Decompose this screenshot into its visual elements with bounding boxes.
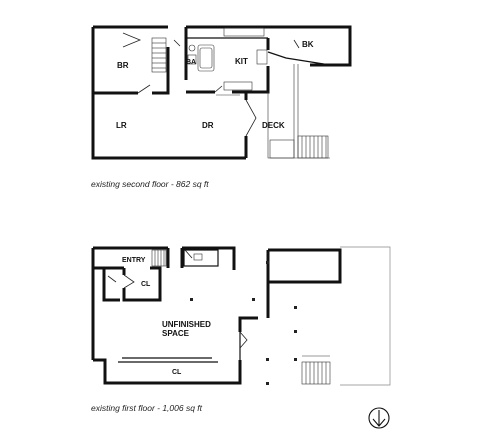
second-floor-caption: existing second floor - 862 sq ft xyxy=(91,179,209,189)
first-floor-caption: existing first floor - 1,006 sq ft xyxy=(91,403,203,413)
room-label-br: BR xyxy=(117,61,129,70)
exterior-stair xyxy=(301,355,331,385)
second-floor-plan: BR BA KIT BK LR DR DECK xyxy=(91,25,352,160)
room-label-closet: CL xyxy=(141,281,151,288)
room-label-lr: LR xyxy=(116,121,127,130)
room-label-kit: KIT xyxy=(235,57,248,66)
room-label-dr: DR xyxy=(202,121,214,130)
second-floor-interior-walls xyxy=(93,27,331,95)
first-floor-stair xyxy=(151,249,167,267)
first-floor-exterior-walls xyxy=(91,246,342,385)
second-floor-stair xyxy=(151,37,167,73)
second-floor-doors xyxy=(122,32,300,137)
room-label-bk: BK xyxy=(302,40,314,49)
structural-posts xyxy=(190,261,297,385)
second-floor-exterior-walls xyxy=(91,25,352,160)
first-floor-interior-walls xyxy=(93,248,270,363)
kitchen-counters xyxy=(216,27,268,96)
site-boundary-line xyxy=(340,246,391,386)
room-label-unfinished: UNFINISHED xyxy=(162,320,211,329)
room-label-ba: BA xyxy=(186,59,196,66)
room-label-deck: DECK xyxy=(262,121,285,130)
deck-railing xyxy=(267,64,330,159)
first-floor-doors xyxy=(107,249,248,349)
room-label-entry: ENTRY xyxy=(122,257,146,264)
north-arrow-icon xyxy=(368,407,390,429)
room-label-closet-long: CL xyxy=(172,369,182,376)
bath-fixtures xyxy=(187,44,215,72)
room-label-space: SPACE xyxy=(162,329,190,338)
first-floor-plan: ENTRY CL UNFINISHED SPACE CL xyxy=(91,246,391,386)
